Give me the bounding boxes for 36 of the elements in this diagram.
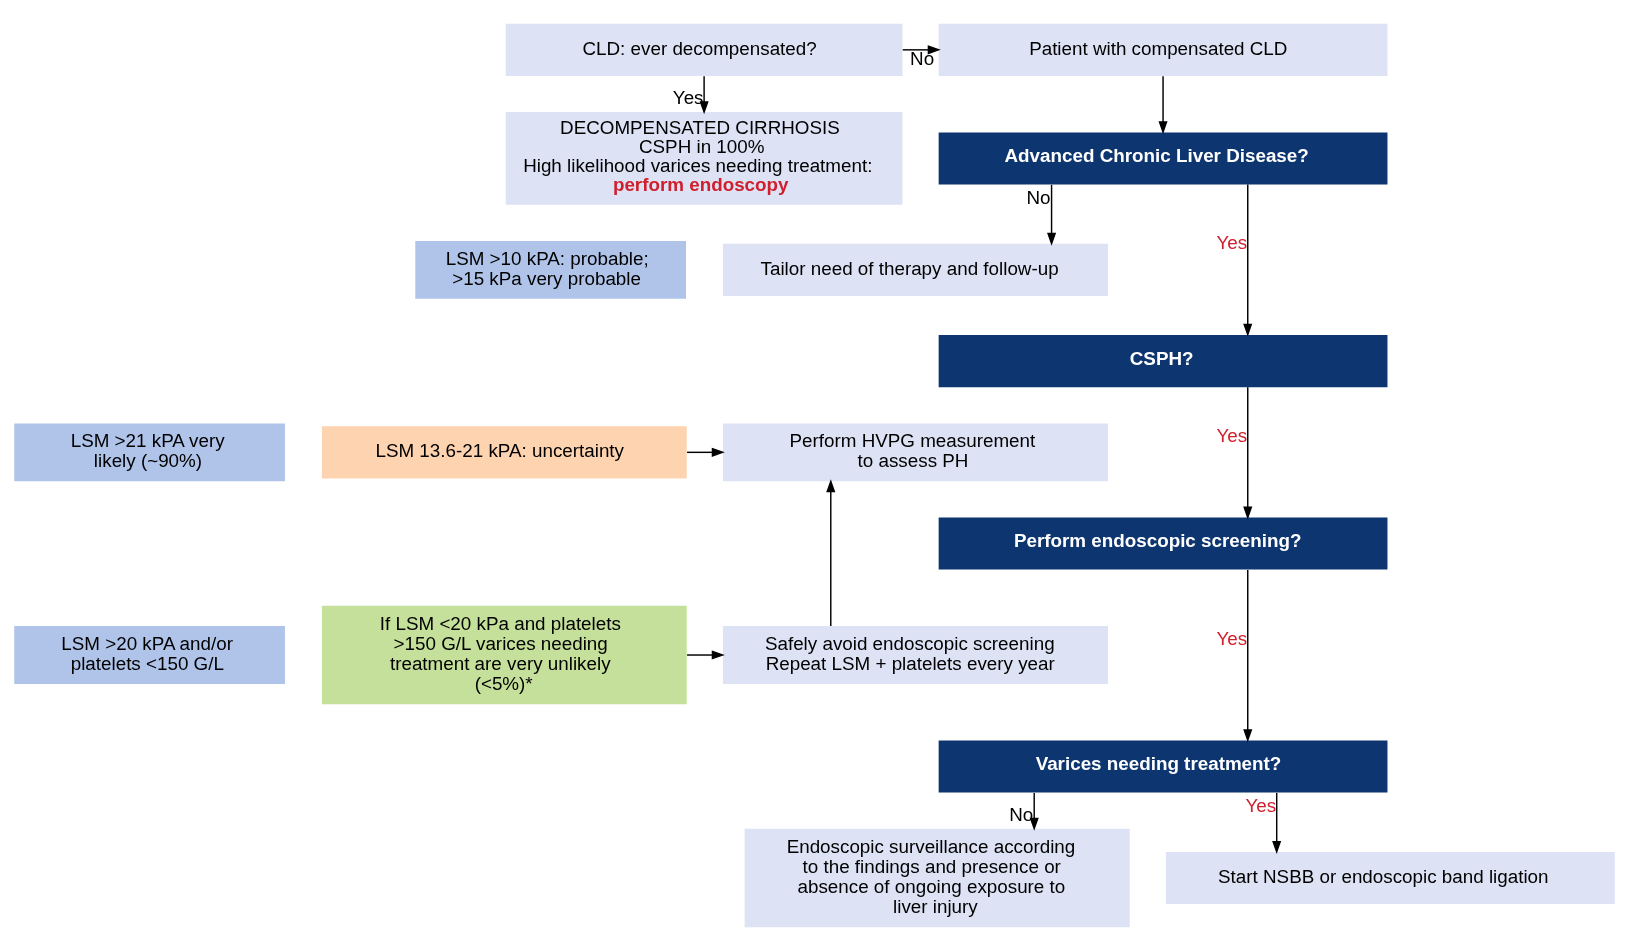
node-box: Perform HVPG measurement to assess PH	[722, 422, 1109, 481]
edge-label: Yes	[1245, 794, 1277, 816]
node-box: LSM 13.6-21 kPA: uncertainty	[321, 425, 687, 478]
arrow	[686, 447, 725, 457]
edge-label: Yes	[1216, 627, 1248, 649]
arrow	[1243, 568, 1253, 742]
node-box: Tailor need of therapy and follow-up	[722, 243, 1109, 296]
node-box: LSM >21 kPA very likely (~90%)	[14, 422, 285, 481]
arrow	[1243, 386, 1253, 520]
node-box: LSM >20 kPA and/or platelets <150 G/L	[14, 625, 285, 684]
node-box: Endoscopic surveillance according to the findings and presence or absence of ongoing exposure to liver injury	[744, 828, 1130, 927]
arrow	[902, 44, 941, 54]
edge-label: Yes	[1216, 424, 1248, 446]
edge-label: Yes	[672, 86, 704, 108]
node-box: Varices needing treatment?	[938, 739, 1388, 793]
node-box: Safely avoid endoscopic screening Repeat LSM + platelets every year	[722, 625, 1109, 684]
arrow	[826, 478, 836, 627]
node-box: LSM >10 kPA: probable; >15 kPa very probable	[415, 240, 686, 299]
node-box: Start NSBB or endoscopic band ligation	[1165, 851, 1615, 904]
arrow	[1158, 74, 1168, 134]
node-box: CLD: ever decompensated?	[505, 23, 903, 76]
node-box: Advanced Chronic Liver Disease?	[938, 131, 1388, 184]
arrow	[686, 649, 725, 660]
node-box: Patient with compensated CLD	[938, 23, 1388, 76]
edge-label: No	[910, 47, 935, 69]
edge-label: Yes	[1216, 231, 1248, 253]
node-box: DECOMPENSATED CIRRHOSIS CSPH in 100% High likelihood varices needing treatment: perform endoscopy	[505, 111, 903, 205]
arrow	[1047, 183, 1057, 246]
node-box: If LSM <20 kPa and platelets >150 G/L varices needing treatment are very unlikely (<5%)*	[321, 605, 687, 704]
node-box: Perform endoscopic screening?	[938, 517, 1388, 570]
node-box: CSPH?	[938, 334, 1388, 387]
edge-label: No	[1009, 803, 1034, 825]
arrow	[1243, 183, 1253, 337]
arrow	[699, 74, 709, 114]
edge-label: No	[1026, 186, 1051, 208]
arrow	[1272, 791, 1282, 854]
